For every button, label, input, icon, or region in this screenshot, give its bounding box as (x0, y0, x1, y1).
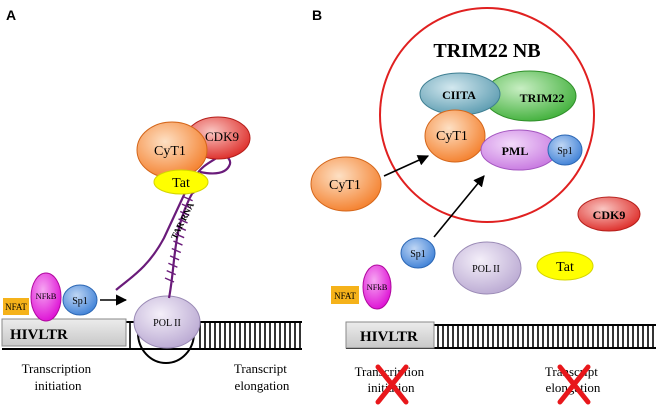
cdk9-free (577, 196, 641, 232)
hivltr-label-b: HIVLTR (360, 329, 418, 345)
sp1-recruit-arrow (433, 175, 485, 238)
pol2-label-a: POL II (153, 318, 181, 329)
initiation-line1-b: Transcription (355, 364, 425, 379)
trim22-nuclear-body (379, 7, 595, 223)
cyt1-recruit-arrow (383, 155, 430, 177)
cyt1-in-nb (424, 109, 486, 163)
tar-rna-rung (174, 233, 185, 239)
blocked-elongation-cross (557, 364, 591, 405)
sp1-label-a: Sp1 (72, 296, 88, 307)
trim22-nb-title: TRIM22 NB (433, 40, 540, 62)
cdk9-free-label: CDK9 (593, 208, 626, 222)
tar-rna-rung (181, 203, 192, 209)
nfkb-b (362, 264, 392, 310)
pol2-free (452, 241, 522, 295)
tar-rna-rung (169, 255, 180, 261)
nfat-b (331, 286, 359, 304)
sp1-free (400, 237, 436, 269)
tat-free (536, 251, 594, 281)
sp1-in-nb (547, 134, 583, 166)
panel-a-letter: A (6, 7, 16, 23)
pml-label: PML (502, 144, 529, 158)
sp1-a (62, 284, 98, 316)
sp1-free-label: Sp1 (410, 249, 426, 260)
hivltr-box-b (345, 321, 435, 349)
tat-a (153, 169, 209, 195)
cyt1-free-label: CyT1 (329, 178, 361, 193)
elongation-line2-a: elongation (235, 378, 290, 393)
tar-rna-rung (178, 218, 188, 224)
transcription-bubble-a (137, 332, 195, 364)
nfat-label-b: NFAT (334, 291, 356, 301)
cyt1-free (310, 156, 382, 212)
initiation-caption-a: Transcription initiation (22, 361, 95, 393)
hivltr-label-a: HIVLTR (10, 327, 68, 343)
cyt1-in-nb-label: CyT1 (436, 129, 468, 144)
initiation-line2-a: initiation (35, 378, 82, 393)
tar-rna-rung (183, 196, 193, 202)
ciita-label: CIITA (442, 88, 476, 102)
nfkb-a (30, 272, 62, 322)
cyt1-label-a: CyT1 (154, 144, 186, 159)
cdk9-label-a: CDK9 (205, 129, 239, 144)
blocked-initiation-cross (375, 364, 409, 405)
dna-strand-a (2, 321, 302, 350)
tar-rna-rung (176, 225, 187, 231)
elongation-caption-a: Transcript elongation (234, 361, 290, 393)
tat-label-a: Tat (172, 176, 190, 191)
tar-rna-rung (168, 262, 178, 268)
tar-rna-rung (171, 247, 182, 254)
hivltr-box-a (1, 318, 127, 347)
elongation-line1-a: Transcript (234, 361, 287, 376)
tat-free-label: Tat (556, 260, 574, 275)
sp1-in-nb-label: Sp1 (557, 146, 573, 157)
panel-b-letter: B (312, 7, 322, 23)
tar-rna-rung (164, 277, 175, 283)
nfkb-label-b: NFkB (367, 282, 388, 292)
nfat-label-a: NFAT (5, 302, 27, 312)
pol2-a (133, 295, 201, 349)
trim22-protein-label: TRIM22 (520, 91, 565, 105)
tar-rna-rung (166, 269, 176, 276)
tar-rna-rung (173, 240, 183, 246)
nfat-a (3, 298, 29, 315)
initiation-line1-a: Transcription (22, 361, 92, 376)
nfkb-label-a: NFkB (36, 291, 57, 301)
tar-rna-rung (179, 210, 190, 217)
pol2-free-label: POL II (472, 264, 500, 275)
